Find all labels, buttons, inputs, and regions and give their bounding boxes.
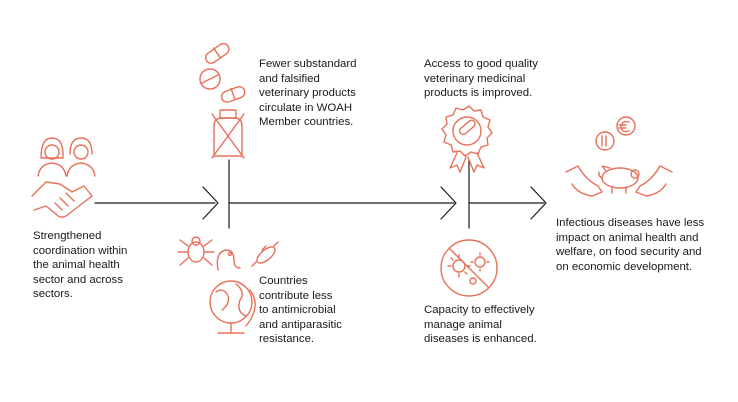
resistance-text: Countries contribute less to antimicrobi… xyxy=(259,275,342,346)
impact-text: Infectious diseases have less impact on … xyxy=(556,217,705,273)
substandard-products-text: Fewer substandard and falsified veterina… xyxy=(259,58,357,129)
flow-arrows xyxy=(94,159,547,229)
arrow-head-1 xyxy=(202,186,219,220)
parasites-globe-icon xyxy=(177,236,279,334)
people-handshake-icon xyxy=(31,137,96,218)
arrow-head-2 xyxy=(440,186,457,220)
disease-capacity-text: Capacity to effectively manage animal di… xyxy=(424,304,537,346)
no-germs-icon xyxy=(440,239,498,297)
hands-pig-coins-icon xyxy=(565,116,673,197)
coordination-text: Strengthened coordination within the ani… xyxy=(33,230,128,301)
pills-crossed-bottle-icon xyxy=(199,42,246,159)
quality-medal-icon xyxy=(441,105,493,173)
quality-access-text: Access to good quality veterinary medici… xyxy=(424,58,538,100)
arrow-head-3 xyxy=(530,186,547,220)
